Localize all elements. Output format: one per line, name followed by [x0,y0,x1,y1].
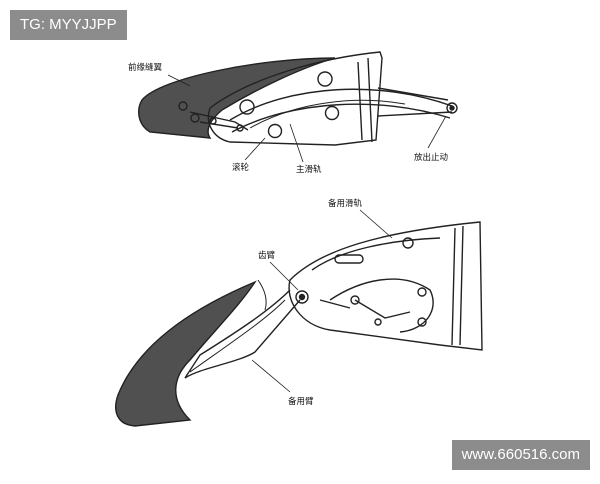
mech-curve [329,278,434,333]
wing-outline-bottom [288,221,483,351]
actuator-rod [377,87,449,101]
label-extend-actuator: 放出止动 [414,152,449,163]
wing-spar-bottom-2 [459,225,464,346]
gear-pivot-inner [298,293,306,301]
mech-pivot-1 [350,295,360,305]
label-aux-arm: 备用臂 [288,396,314,407]
roller-3 [324,105,340,121]
slat-extended [115,280,257,427]
gear-pivot [295,290,309,304]
aux-arm-inner [189,299,286,373]
mech-pivot-4 [374,318,382,326]
pivot-a [178,101,188,111]
aux-track [311,237,441,271]
watermark: www.660516.com [451,440,590,470]
leader-main-track [289,123,304,163]
slat-shape [138,57,336,139]
label-aux-track: 备用滑轨 [328,198,363,209]
leader-gear-arm [269,261,299,291]
track-slot [249,99,406,129]
pivot-d [236,124,244,132]
slat-extended-edge [257,279,267,311]
label-main-track: 主滑轨 [296,164,322,175]
mech-link [354,299,411,319]
bottom-diagram [115,209,483,427]
label-slat: 前缘缝翼 [128,62,163,73]
link-arm-2 [199,121,239,129]
top-diagram [138,51,458,163]
label-roller: 滚轮 [232,162,250,173]
mech-pivot-3 [417,317,427,327]
aux-arm [184,289,301,379]
roller-1 [239,99,255,115]
label-gear-arm: 齿臂 [258,250,276,261]
roller-2 [317,71,333,87]
mech-link-2 [319,299,351,309]
actuator-end-inner [449,105,455,111]
roller-4 [267,123,283,139]
wing-outline-top [207,51,383,146]
leader-aux-track [359,209,393,239]
pivot-c [209,117,217,125]
aux-track-slot [334,254,364,264]
spar [357,61,363,141]
aux-roller [402,237,414,249]
mech-pivot-2 [417,287,427,297]
pivot-b [190,113,200,123]
wing-spar-bottom [451,227,456,346]
leader-roller [244,137,266,161]
link-arm [189,111,249,131]
leader-slat [167,74,191,87]
channel-tag: TG: MYYJJPP [10,10,127,40]
leader-actuator [427,115,447,149]
main-track-lower [231,103,451,133]
leader-aux-arm [251,359,291,393]
actuator-rod-2 [377,111,453,117]
actuator-end [446,102,458,114]
